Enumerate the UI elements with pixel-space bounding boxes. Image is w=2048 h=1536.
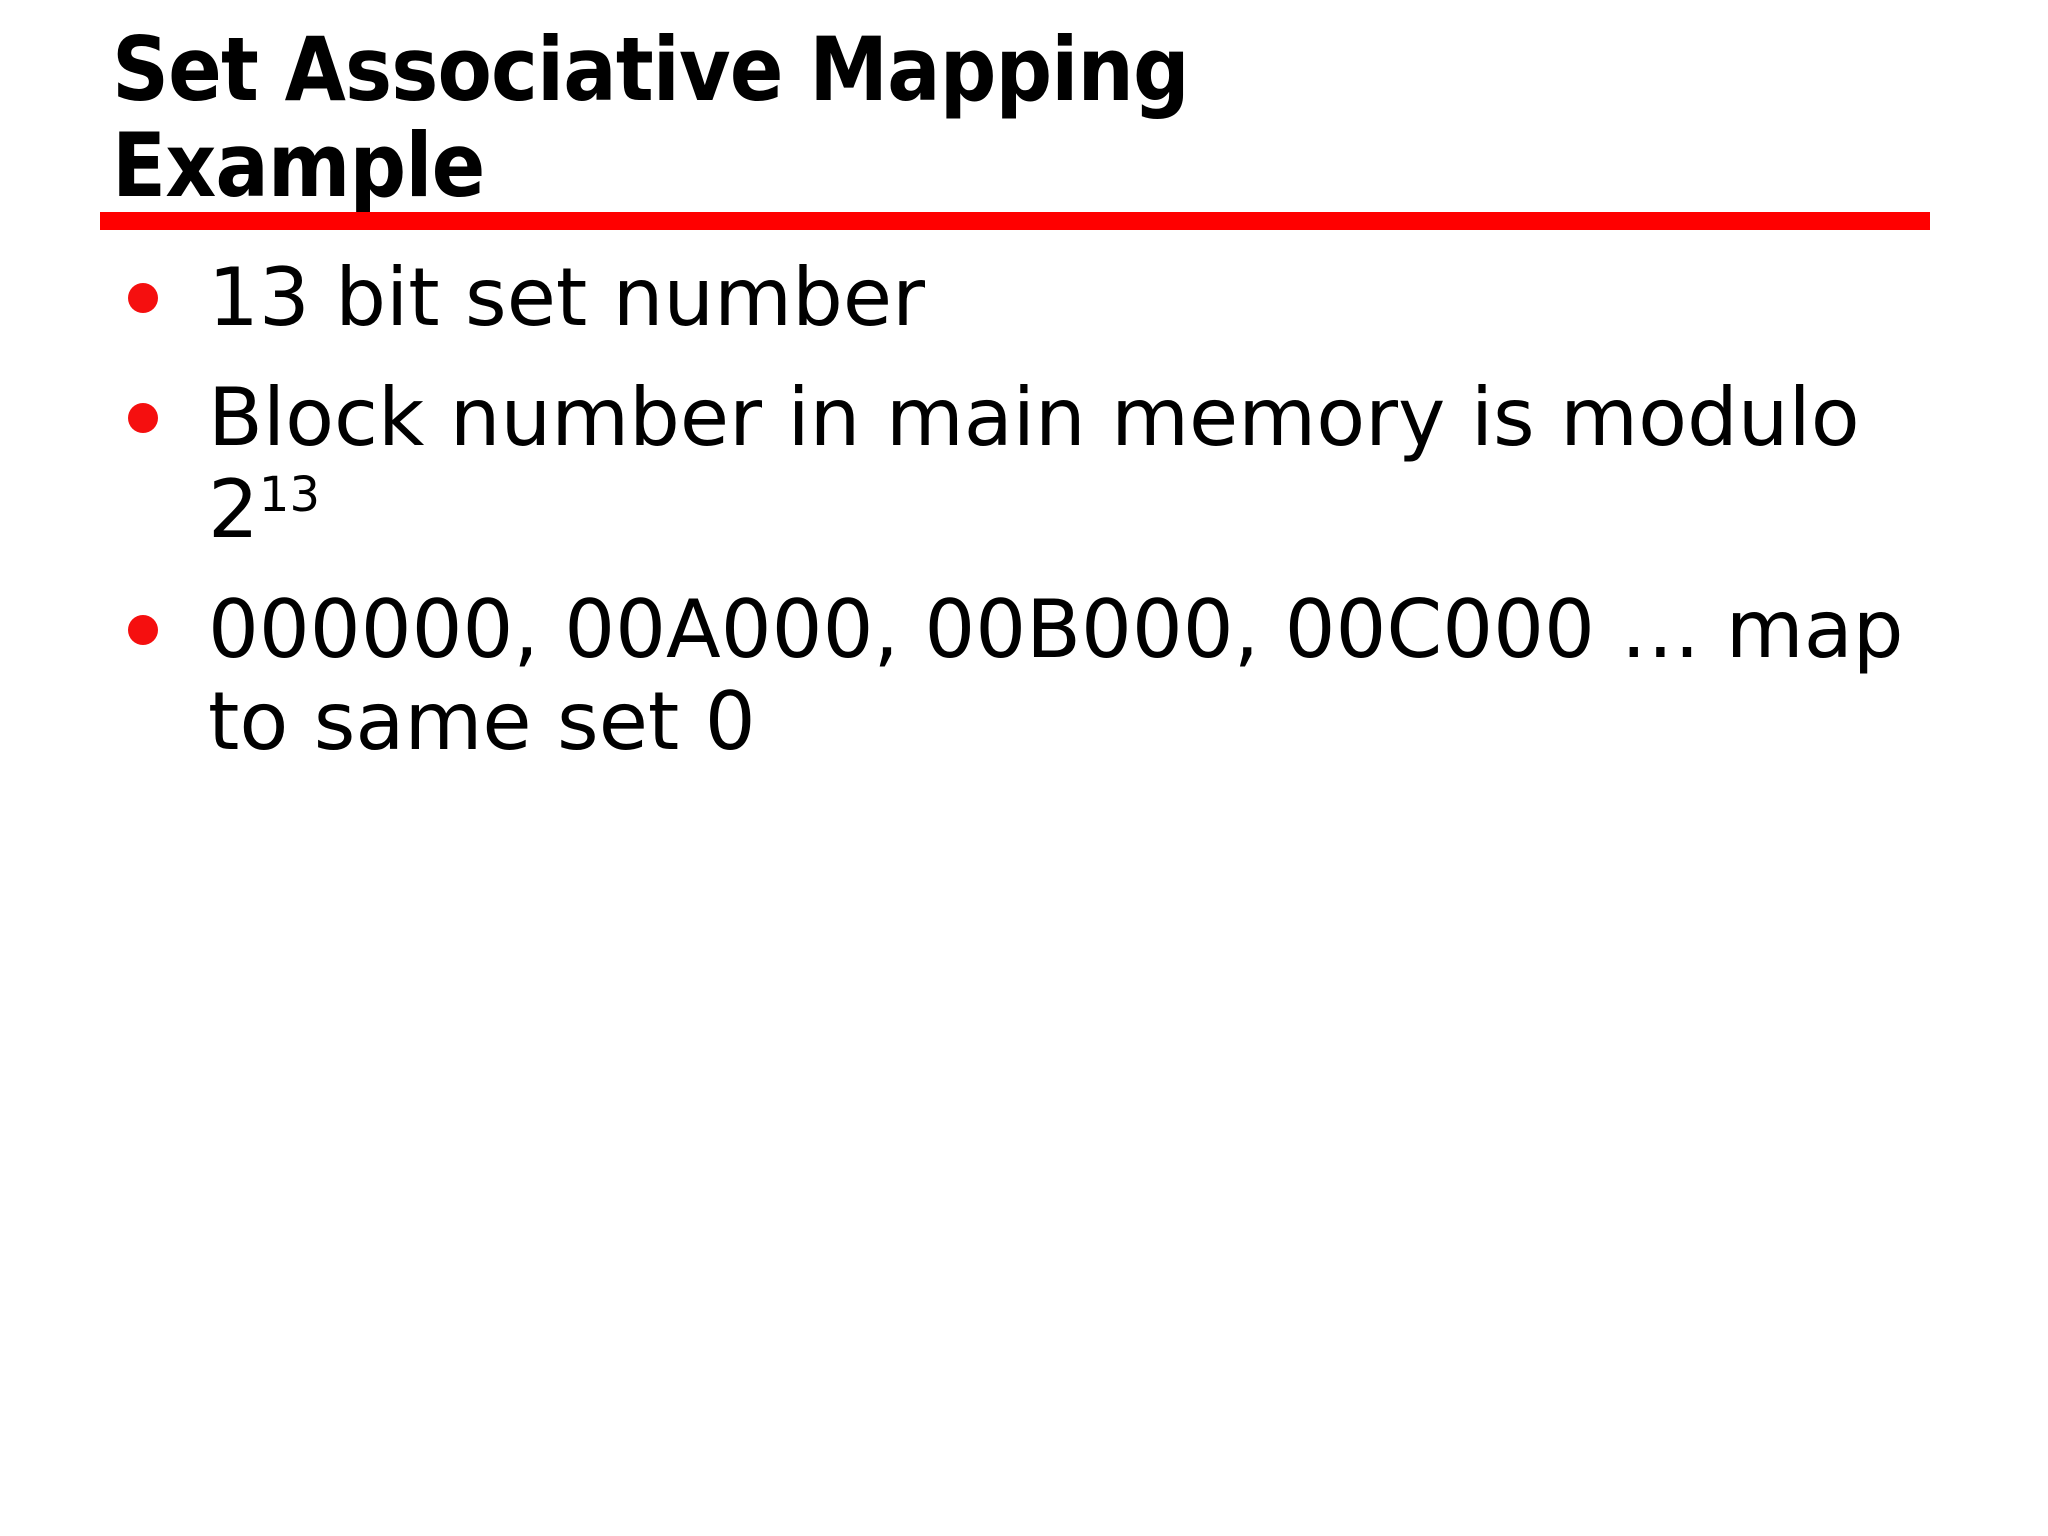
bullet-dot-icon bbox=[128, 615, 158, 645]
page-title-line-2: Example bbox=[112, 114, 485, 217]
page-title: Set Associative Mapping Example bbox=[112, 18, 1190, 217]
bullet-text: Block number in main memory is modulo 21… bbox=[208, 372, 1928, 556]
bullet-item: Block number in main memory is modulo 21… bbox=[128, 372, 1928, 556]
bullet-dot-icon bbox=[128, 403, 158, 433]
bullet-dot-icon bbox=[128, 283, 158, 313]
bullet-item: 13 bit set number bbox=[128, 252, 1928, 344]
bullet-text-content: 13 bit set number bbox=[208, 251, 925, 344]
bullet-text: 000000, 00A000, 00B000, 00C000 … map to … bbox=[208, 584, 1928, 768]
bullet-text-content: 000000, 00A000, 00B000, 00C000 … map to … bbox=[208, 583, 1904, 768]
page-title-line-1: Set Associative Mapping bbox=[112, 18, 1190, 121]
bullet-text-content: Block number in main memory is modulo 2 bbox=[208, 371, 1860, 556]
bullet-list: 13 bit set number Block number in main m… bbox=[128, 252, 1928, 796]
title-underline-rule bbox=[100, 212, 1930, 230]
superscript-exponent: 13 bbox=[258, 466, 320, 523]
bullet-item: 000000, 00A000, 00B000, 00C000 … map to … bbox=[128, 584, 1928, 768]
bullet-text: 13 bit set number bbox=[208, 252, 1928, 344]
